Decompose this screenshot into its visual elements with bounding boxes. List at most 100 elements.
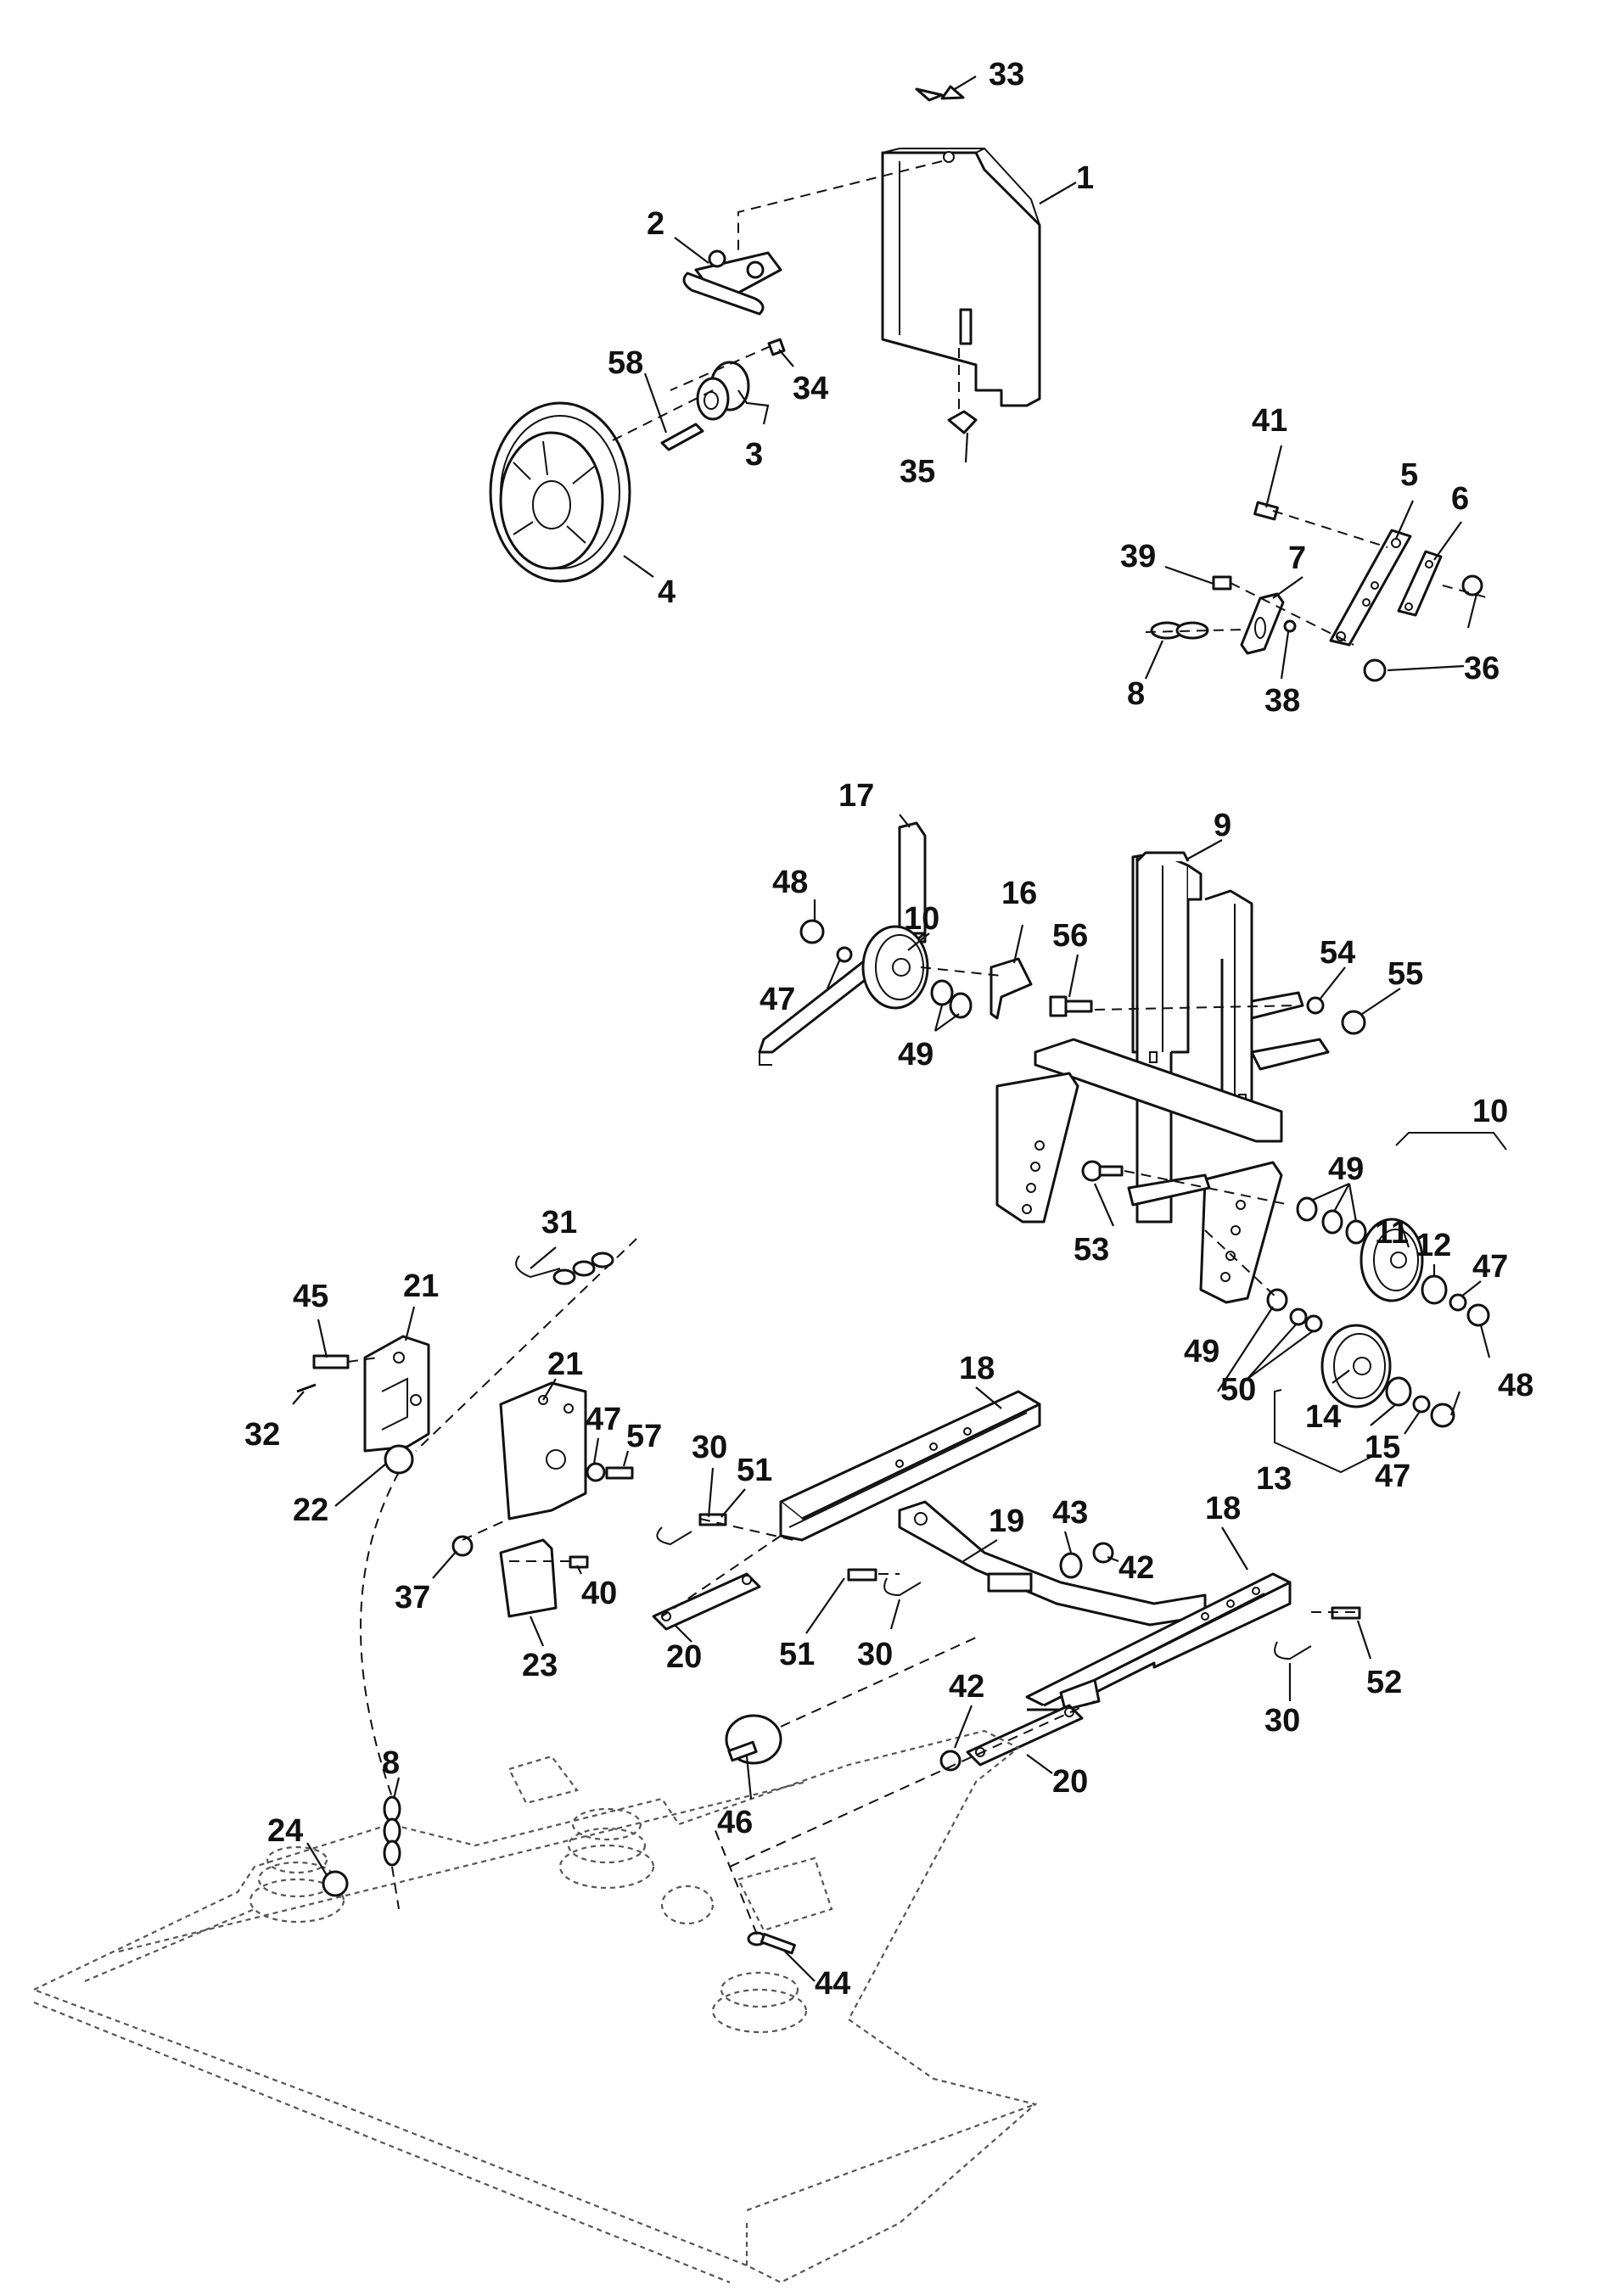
callout-42-a: 42 — [1118, 1550, 1154, 1586]
callout-51-b: 51 — [779, 1637, 815, 1672]
pin-51b — [847, 1568, 877, 1582]
callout-54: 54 — [1320, 935, 1355, 971]
washer-54 — [1306, 996, 1325, 1015]
link-20-left — [652, 1572, 761, 1631]
chain-8-bottom — [383, 1795, 401, 1867]
callout-47-low: 47 — [1375, 1459, 1410, 1494]
callout-42-b: 42 — [949, 1669, 984, 1705]
belt-guard — [881, 147, 1041, 407]
wing-nut-35 — [947, 410, 978, 434]
washer-49e — [1345, 1219, 1367, 1245]
callout-18-left: 18 — [959, 1351, 995, 1386]
callout-34: 34 — [793, 371, 828, 406]
callout-43: 43 — [1052, 1495, 1088, 1531]
washer-49a — [930, 979, 954, 1006]
callout-23: 23 — [522, 1648, 558, 1683]
arm-19 — [898, 1500, 1207, 1627]
bracket-10 — [1395, 1132, 1507, 1151]
callout-49-left: 49 — [898, 1037, 933, 1072]
callout-13: 13 — [1256, 1461, 1292, 1497]
cotter-32 — [296, 1383, 317, 1393]
bracket-21-left — [363, 1335, 430, 1453]
callout-52: 52 — [1366, 1665, 1402, 1700]
bolt-46 — [725, 1714, 782, 1765]
wing-nut-33 — [915, 85, 965, 102]
callout-10-right: 10 — [1472, 1094, 1508, 1129]
clip-30c — [1274, 1641, 1312, 1660]
washer-47a — [836, 946, 853, 963]
clip-30a — [656, 1526, 692, 1546]
callout-31: 31 — [541, 1205, 577, 1240]
callout-21-left: 21 — [403, 1268, 439, 1304]
callout-37: 37 — [395, 1580, 430, 1616]
washer-47d — [586, 1462, 606, 1482]
callout-49-low: 49 — [1184, 1334, 1219, 1369]
bolt-53 — [1081, 1160, 1124, 1182]
frame-9 — [1131, 851, 1330, 1224]
bracket-2 — [682, 249, 782, 316]
callout-35: 35 — [900, 454, 935, 490]
washer-50a — [1289, 1308, 1308, 1326]
bracket-21-right — [499, 1381, 587, 1520]
callout-30-a: 30 — [692, 1430, 727, 1465]
callout-58: 58 — [608, 345, 643, 381]
bracket-13 — [1274, 1389, 1376, 1474]
callout-53: 53 — [1074, 1232, 1109, 1268]
clip-30b — [883, 1577, 922, 1597]
bolt-57 — [605, 1466, 634, 1480]
callout-7: 7 — [1288, 540, 1306, 576]
nut-42a — [1092, 1542, 1114, 1564]
callout-22: 22 — [293, 1492, 328, 1528]
callout-20-right: 20 — [1052, 1764, 1088, 1800]
washer-49c — [1296, 1196, 1318, 1222]
callout-48-right: 48 — [1498, 1368, 1533, 1403]
nut-48a — [799, 919, 825, 944]
callout-56: 56 — [1052, 918, 1088, 954]
plate-7 — [1240, 592, 1285, 655]
bearing-12 — [1421, 1274, 1448, 1305]
nut-36a — [1461, 574, 1483, 596]
callout-15: 15 — [1365, 1430, 1400, 1465]
crossbar — [995, 1038, 1283, 1304]
washer-47c — [1412, 1395, 1431, 1414]
callout-2: 2 — [647, 206, 664, 242]
hub-3 — [696, 361, 750, 421]
spacer-43 — [1059, 1552, 1083, 1579]
callout-47-mid: 47 — [586, 1402, 621, 1437]
callout-41: 41 — [1252, 403, 1287, 439]
pulley-14 — [1320, 1324, 1392, 1408]
washer-50b — [1304, 1314, 1323, 1333]
bolt-56 — [1049, 995, 1093, 1017]
idler-pulley-10-left — [861, 925, 929, 1010]
callout-4: 4 — [658, 574, 676, 610]
bracket-16 — [990, 957, 1033, 1020]
callout-30-c: 30 — [1264, 1703, 1300, 1739]
callout-30-b: 30 — [857, 1637, 893, 1672]
callouts: 33 1 2 58 34 3 35 4 41 5 6 39 7 8 38 36 … — [244, 57, 1533, 2002]
washer-49b — [949, 992, 973, 1019]
callout-24: 24 — [267, 1813, 303, 1849]
callout-36: 36 — [1464, 651, 1500, 686]
callout-8-bottom: 8 — [382, 1745, 400, 1781]
callout-47-right: 47 — [1472, 1249, 1508, 1285]
callout-32: 32 — [244, 1417, 280, 1453]
plate-23 — [499, 1538, 558, 1618]
callout-50: 50 — [1220, 1372, 1256, 1408]
callout-19: 19 — [989, 1504, 1024, 1539]
callout-11: 11 — [1375, 1215, 1409, 1251]
roller-22 — [384, 1444, 414, 1475]
nut-36b — [1363, 658, 1387, 682]
spacer-38 — [1283, 619, 1297, 633]
key-58 — [660, 423, 704, 451]
bracket-5 — [1329, 529, 1412, 647]
callout-45: 45 — [293, 1279, 328, 1314]
callout-3: 3 — [745, 437, 763, 473]
clip-31 — [515, 1252, 614, 1285]
nut-24 — [322, 1870, 349, 1897]
washer-49d — [1321, 1209, 1343, 1235]
bolt-39 — [1212, 575, 1232, 591]
rail-18-left — [779, 1390, 1041, 1542]
callout-18-right: 18 — [1205, 1491, 1241, 1526]
